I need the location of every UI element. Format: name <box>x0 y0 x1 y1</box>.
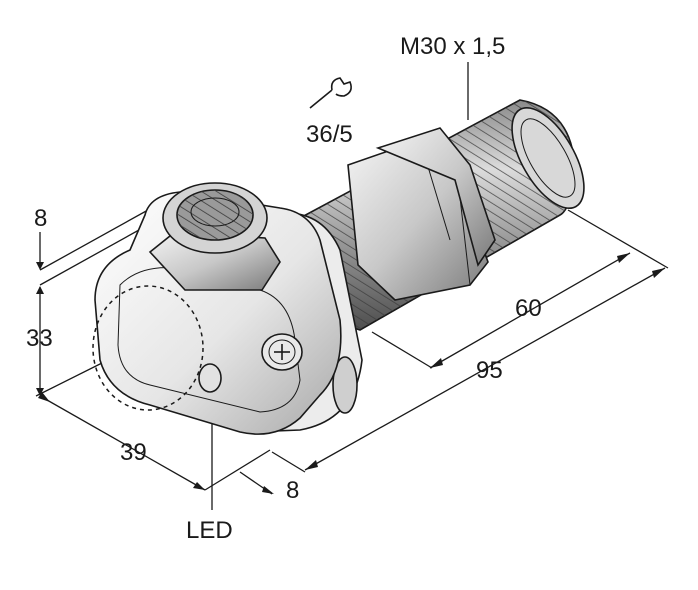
dimension-width: 39 <box>120 439 147 466</box>
dimension-length-95: 95 <box>476 357 503 384</box>
dimension-length-60: 60 <box>515 295 542 322</box>
connector-gland <box>148 182 281 291</box>
led-label: LED <box>186 517 233 544</box>
dimension-bottom: 8 <box>286 477 299 504</box>
dimension-height: 33 <box>26 325 53 352</box>
dimension-top-left: 8 <box>34 205 47 232</box>
wrench-icon <box>309 77 352 109</box>
thread-label: M30 x 1,5 <box>400 33 505 60</box>
wrench-size-label: 36/5 <box>306 121 353 148</box>
hex-nut-back <box>375 127 496 267</box>
mounting-screw <box>261 333 303 371</box>
